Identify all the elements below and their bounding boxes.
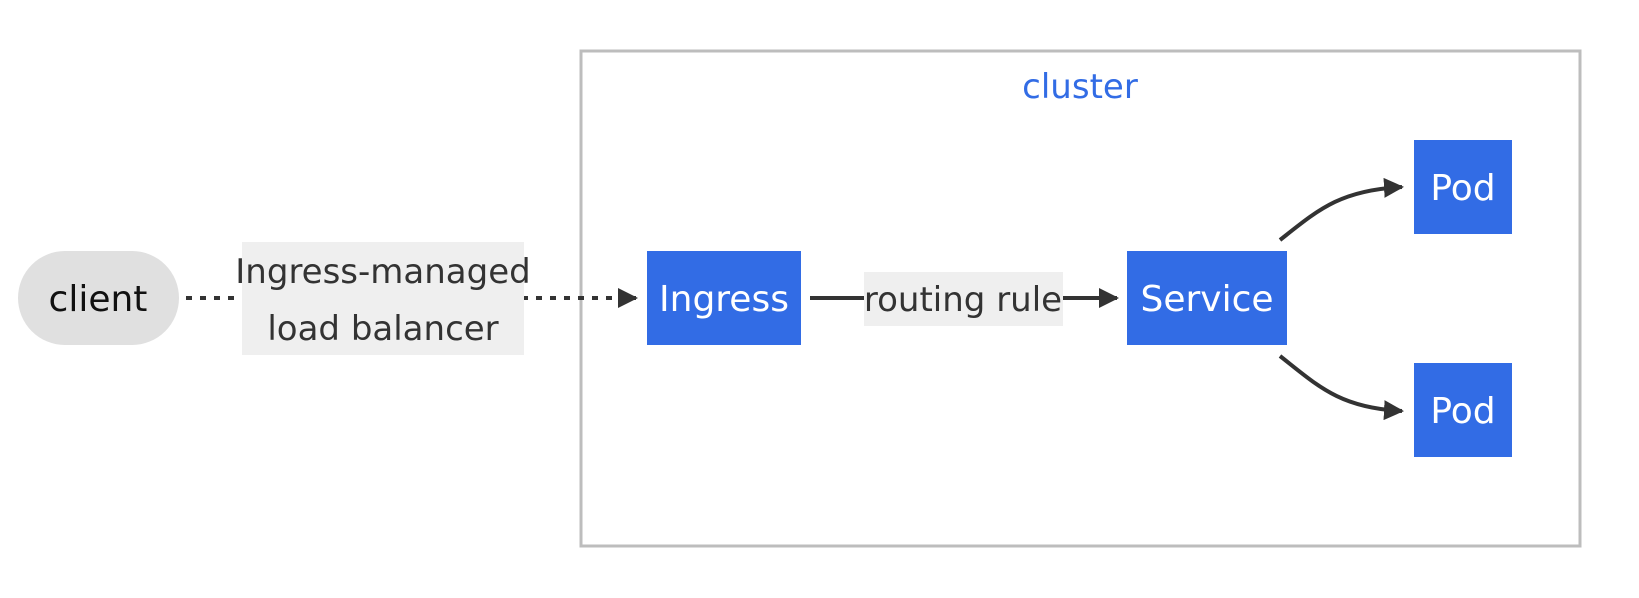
edge-curve (1278, 354, 1404, 421)
edge-service-to-pod-bottom (1278, 354, 1404, 421)
node-client: client (18, 251, 179, 345)
node-pod-top: Pod (1414, 140, 1512, 234)
edge-label-line1: Ingress-managed (235, 252, 530, 292)
pod-top-node-label: Pod (1430, 168, 1495, 209)
client-node-label: client (49, 279, 148, 320)
client-node-shape (18, 251, 179, 345)
edge-client-to-ingress: Ingress-managed load balancer (186, 242, 638, 355)
node-ingress: Ingress (647, 251, 801, 345)
ingress-node-shape (647, 251, 801, 345)
edge-ingress-to-service: routing rule (810, 272, 1119, 326)
edge-service-to-pod-top (1278, 177, 1404, 242)
service-node-shape (1127, 251, 1287, 345)
pod-top-node-shape (1414, 140, 1512, 234)
pod-bottom-node-label: Pod (1430, 391, 1495, 432)
edge-label-background (864, 272, 1063, 326)
edge-label: routing rule (864, 280, 1062, 320)
node-service: Service (1127, 251, 1287, 345)
edge-label-line2: load balancer (267, 309, 498, 349)
pod-bottom-node-shape (1414, 363, 1512, 457)
edge-label-background (242, 242, 524, 355)
edge-curve (1278, 177, 1404, 242)
node-pod-bottom: Pod (1414, 363, 1512, 457)
service-node-label: Service (1140, 279, 1273, 320)
cluster-label: cluster (1022, 67, 1138, 107)
ingress-node-label: Ingress (659, 279, 789, 320)
